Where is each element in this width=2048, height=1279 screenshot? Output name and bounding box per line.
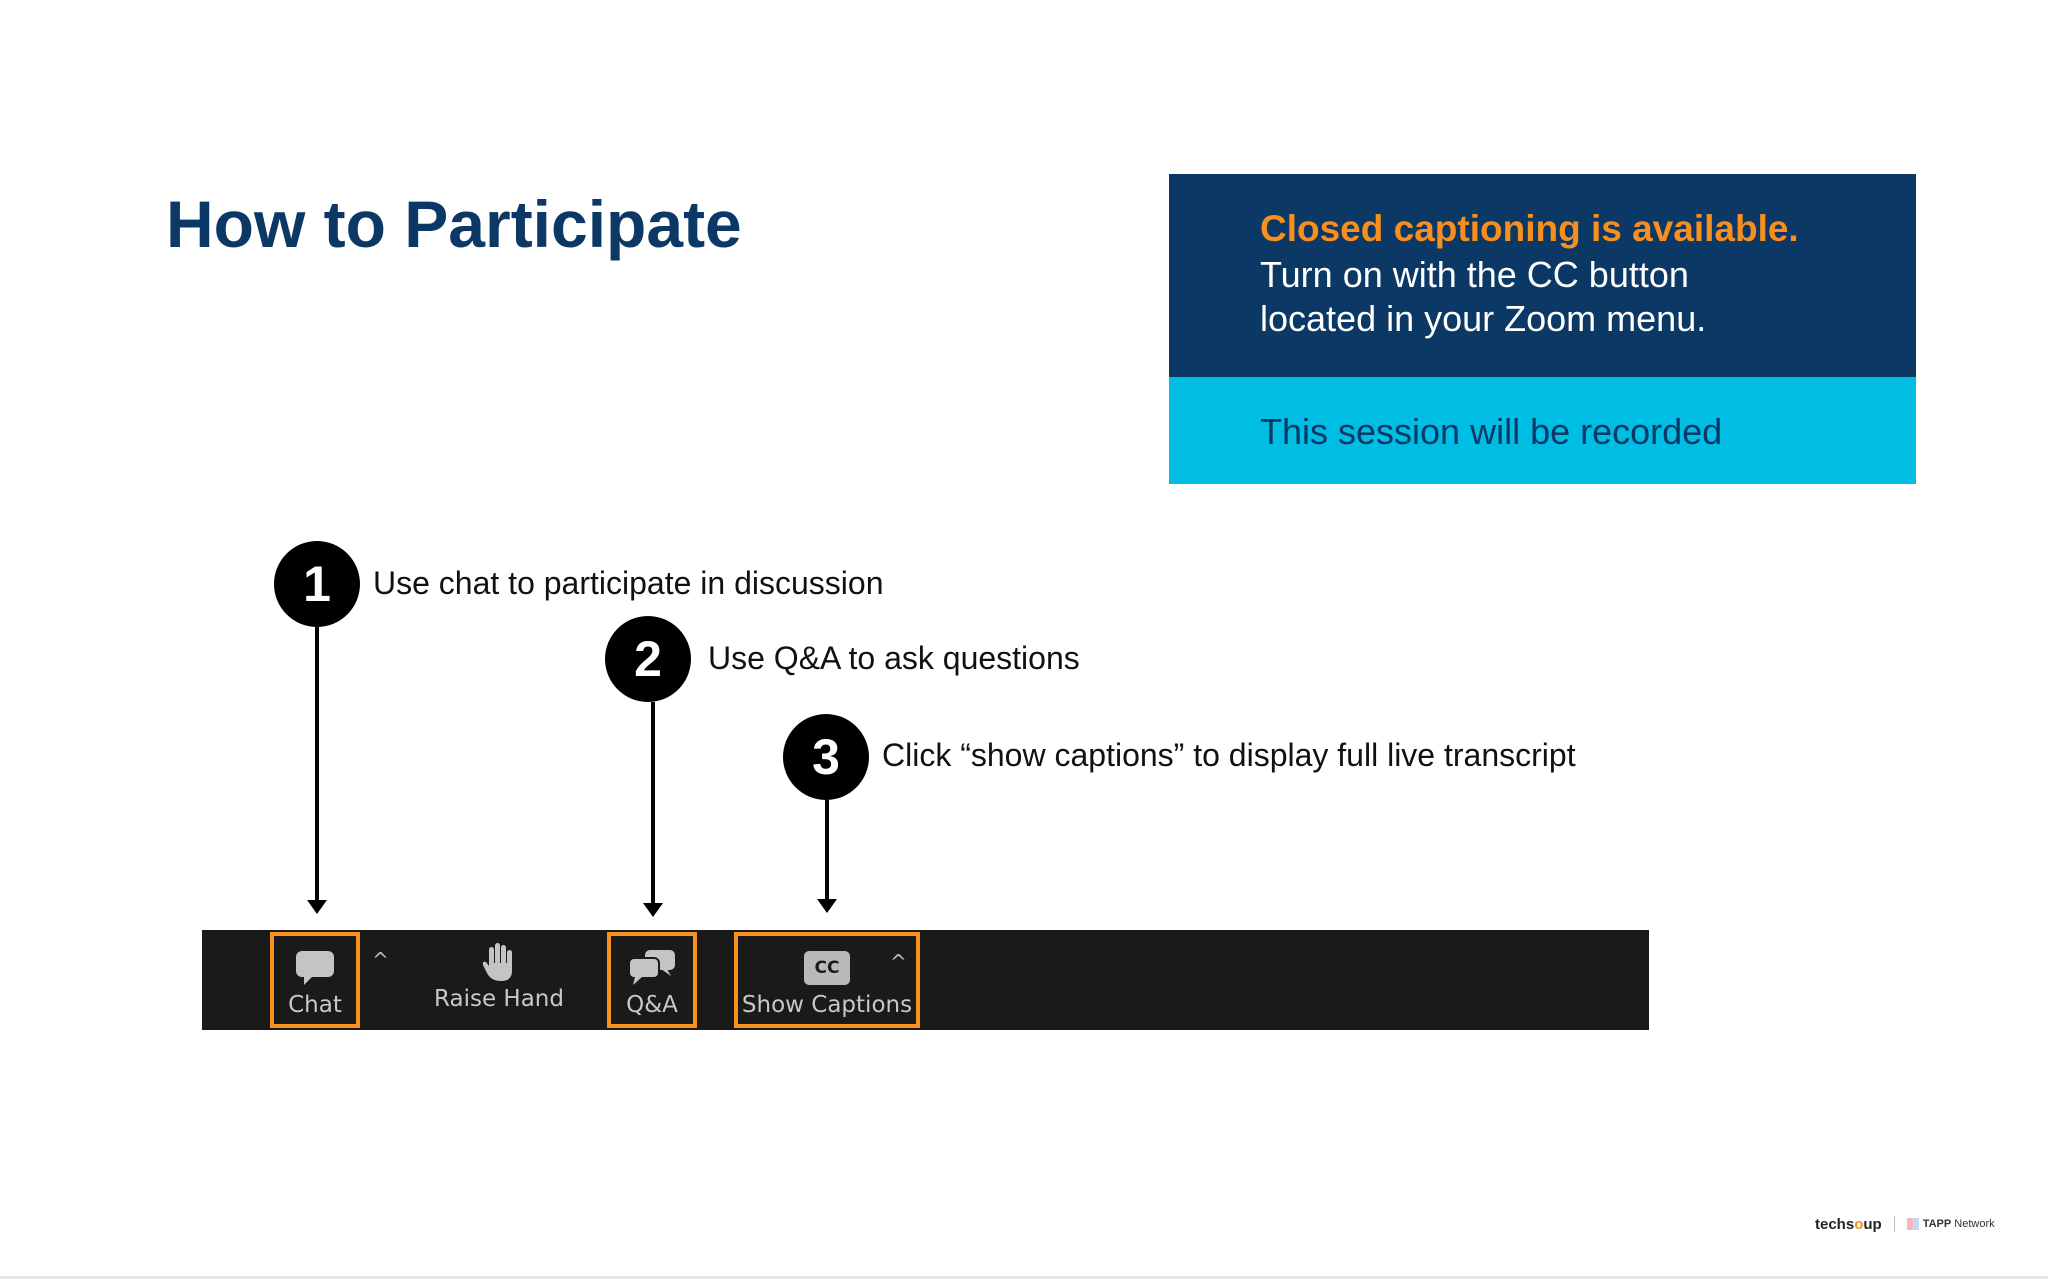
bottom-divider <box>0 1276 2048 1279</box>
qa-button[interactable]: Q&A <box>607 932 697 1028</box>
cc-instruction-line-1: Turn on with the CC button <box>1260 254 1689 295</box>
step-1-arrowhead <box>307 900 327 914</box>
chat-options-caret[interactable]: ^ <box>372 948 389 972</box>
step-3-arrowhead <box>817 899 837 913</box>
chat-button[interactable]: Chat <box>270 932 360 1028</box>
qa-bubbles-icon <box>627 946 677 990</box>
info-panel: Closed captioning is available. Turn on … <box>1169 174 1916 484</box>
step-2-arrow <box>651 702 655 908</box>
show-captions-button[interactable]: CC Show Captions ^ <box>734 932 920 1028</box>
chat-label: Chat <box>288 992 342 1018</box>
step-1-arrow <box>315 627 319 905</box>
step-1-text: Use chat to participate in discussion <box>373 565 884 601</box>
qa-label: Q&A <box>626 992 678 1018</box>
step-2-arrowhead <box>643 903 663 917</box>
page-title: How to Participate <box>166 187 742 261</box>
zoom-toolbar: Chat ^ Raise Hand <box>202 930 1649 1030</box>
cc-icon: CC <box>804 946 850 990</box>
step-3-text: Click “show captions” to display full li… <box>882 737 1576 773</box>
hand-icon <box>481 940 517 984</box>
closed-captioning-notice: Closed captioning is available. Turn on … <box>1169 174 1916 377</box>
tapp-network-logo: TAPP Network <box>1906 1218 1995 1230</box>
logo-divider <box>1893 1216 1895 1232</box>
cc-icon-text: CC <box>804 951 850 985</box>
raise-hand-button[interactable]: Raise Hand <box>424 930 574 1030</box>
cc-headline: Closed captioning is available. <box>1260 208 1799 249</box>
raise-hand-label: Raise Hand <box>434 986 564 1012</box>
step-3-badge: 3 <box>783 714 869 800</box>
captions-options-caret[interactable]: ^ <box>890 950 907 974</box>
recording-notice-text: This session will be recorded <box>1260 411 1723 452</box>
recording-notice: This session will be recorded <box>1169 377 1916 484</box>
show-captions-label: Show Captions <box>741 992 913 1018</box>
tapp-mark-icon <box>1906 1218 1919 1230</box>
footer-logos: techsoup TAPP Network <box>1815 1212 1995 1236</box>
step-3-arrow <box>825 800 829 904</box>
step-2-text: Use Q&A to ask questions <box>708 640 1080 676</box>
cc-instruction-line-2: located in your Zoom menu. <box>1260 298 1707 339</box>
chat-bubble-icon <box>294 946 336 990</box>
techsoup-logo: techsoup <box>1815 1215 1882 1233</box>
step-2-badge: 2 <box>605 616 691 702</box>
step-1-badge: 1 <box>274 541 360 627</box>
